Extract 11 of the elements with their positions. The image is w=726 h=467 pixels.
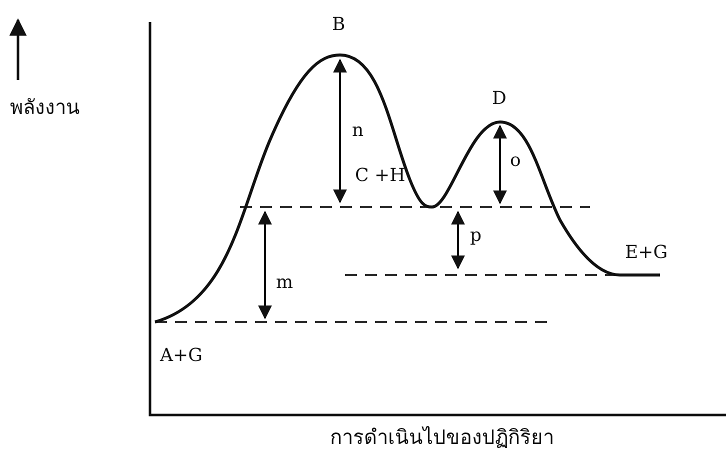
species-label: E+G	[625, 242, 668, 264]
species-label: A+G	[160, 345, 202, 367]
dimension-label: p	[470, 225, 482, 247]
dimension-label: n	[352, 120, 364, 142]
species-label: C +H	[355, 165, 406, 187]
axis-label: การดำเนินไปของปฏิกิริยา	[330, 425, 554, 449]
dimension-label: m	[276, 272, 294, 294]
peak-label: B	[332, 14, 346, 36]
dimension-label: o	[510, 150, 521, 172]
peak-label: D	[492, 88, 506, 110]
axis-label: พลังงาน	[10, 95, 80, 119]
